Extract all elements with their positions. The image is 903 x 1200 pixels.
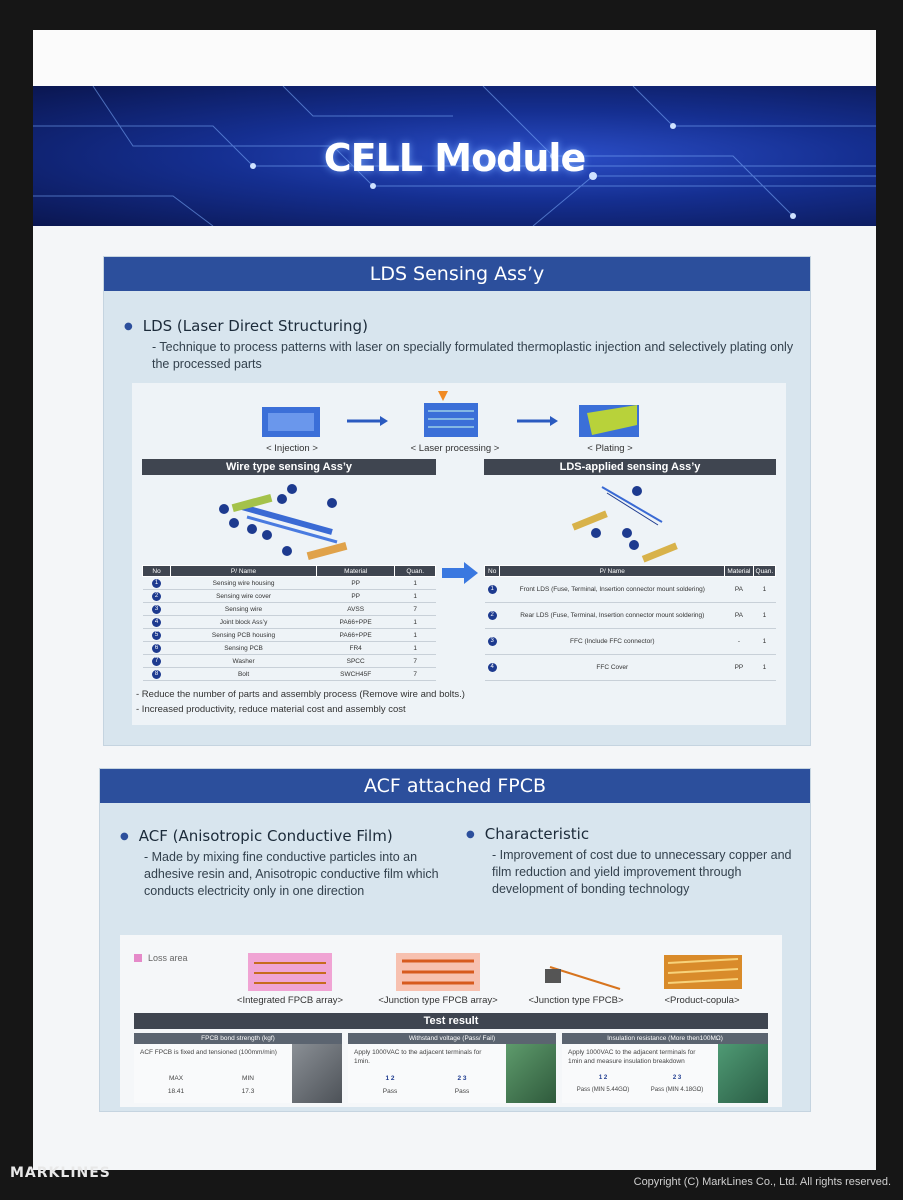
step-laser-caption: < Laser processing > [410,443,500,454]
junction-fpcb-caption: <Junction type FPCB> [528,995,624,1006]
junction-fpcb [545,966,621,990]
wire-type-exploded [219,484,348,561]
test-text: ACF FPCB is fixed and tensioned (100mm/m… [140,1049,277,1056]
lds-section: LDS Sensing Ass’y LDS (Laser Direct Stru… [103,256,811,746]
step-plating-caption: < Plating > [587,443,633,454]
test-photo [506,1044,556,1103]
step-injection-caption: < Injection > [266,443,318,454]
col-quantity: Quan. [394,565,436,577]
pair-label: 2 3 [672,1075,682,1081]
acf-bullet: ACF (Anisotropic Conductive Film) [120,827,393,845]
col-material: Material [315,565,396,577]
test-withstand-voltage: Withstand voltage (Pass/ Fail) Apply 100… [348,1033,556,1103]
label-min: MIN [242,1075,254,1082]
col-no: No [483,565,501,577]
copyright-text: Copyright (C) MarkLines Co., Ltd. All ri… [633,1176,891,1188]
col-material: Material [724,565,754,577]
test-text: Apply 1000VAC to the adjacent terminals … [354,1049,482,1065]
lds-section-heading: LDS Sensing Ass’y [104,257,810,291]
product-copula [664,955,742,989]
pair-label: 1 2 [385,1075,395,1082]
wire-type-title: Wire type sensing Ass’y [142,459,436,475]
test-insulation-resistance: Insulation resistance (More then100MΩ) A… [562,1033,768,1103]
acf-section: ACF attached FPCB ACF (Anisotropic Condu… [99,768,811,1112]
integrated-fpcb-array [248,953,332,991]
note-1: - Reduce the number of parts and assembl… [136,689,465,700]
characteristic-description: - Improvement of cost due to unnecessary… [492,848,792,896]
col-no: No [141,565,172,577]
arrow-right-icon [442,562,478,584]
test-bond-strength: FPCB bond strength (kgf) ACF FPCB is fix… [134,1033,342,1103]
exploded-view-illustrations [219,484,678,563]
pair-label: 2 3 [457,1075,467,1082]
integrated-fpcb-caption: <Integrated FPCB array> [236,995,344,1006]
poster: CELL Module LDS Sensing Ass’y LDS (Laser… [33,30,876,1170]
acf-description: - Made by mixing fine conductive particl… [144,850,439,898]
loss-area-legend: Loss area [134,953,188,963]
test-header: FPCB bond strength (kgf) [134,1033,342,1044]
result-value: Pass (MIN 5.44GΩ) [576,1087,630,1093]
lds-applied-title: LDS-applied sensing Ass’y [484,459,776,475]
fpcb-panel: Loss area [120,935,782,1107]
note-2: - Increased productivity, reduce materia… [136,704,406,715]
lds-diagram-panel: < Injection > < Laser processing > < Pla… [132,383,786,725]
test-photo [718,1044,768,1103]
circuit-lines [33,86,876,226]
characteristic-bullet: Characteristic [466,825,589,843]
col-part-name: P/ Name [170,565,317,577]
marklines-logo: MARKLINES [10,1165,111,1181]
test-header: Withstand voltage (Pass/ Fail) [348,1033,556,1044]
page-title: CELL Module [323,136,586,180]
lds-applied-exploded [571,486,678,563]
value-min: 17.3 [241,1088,255,1095]
lds-bullet: LDS (Laser Direct Structuring) [124,317,368,335]
process-steps-illustration [262,391,639,437]
col-quantity: Quan. [752,565,777,577]
junction-array-caption: <Junction type FPCB array> [378,995,498,1006]
acf-section-heading: ACF attached FPCB [100,769,810,803]
result-value: Pass [454,1088,470,1095]
test-header: Insulation resistance (More then100MΩ) [562,1033,768,1044]
label-max: MAX [168,1075,184,1082]
poster-top-margin [33,30,876,86]
result-value: Pass [382,1088,398,1095]
value-max: 18.41 [167,1088,185,1095]
col-part-name: P/ Name [499,565,726,577]
title-banner: CELL Module [33,86,876,226]
fpcb-illustrations [248,953,742,991]
junction-fpcb-array [396,953,480,991]
lds-description: - Technique to process patterns with las… [152,340,794,371]
product-copula-caption: <Product-copula> [664,995,740,1006]
test-result-title: Test result [134,1013,768,1029]
pair-label: 1 2 [598,1075,608,1081]
result-value: Pass (MIN 4.18GΩ) [650,1087,704,1093]
test-photo [292,1044,342,1103]
test-text: Apply 1000VAC to the adjacent terminals … [568,1049,696,1065]
lds-notes: - Reduce the number of parts and assembl… [136,687,776,717]
